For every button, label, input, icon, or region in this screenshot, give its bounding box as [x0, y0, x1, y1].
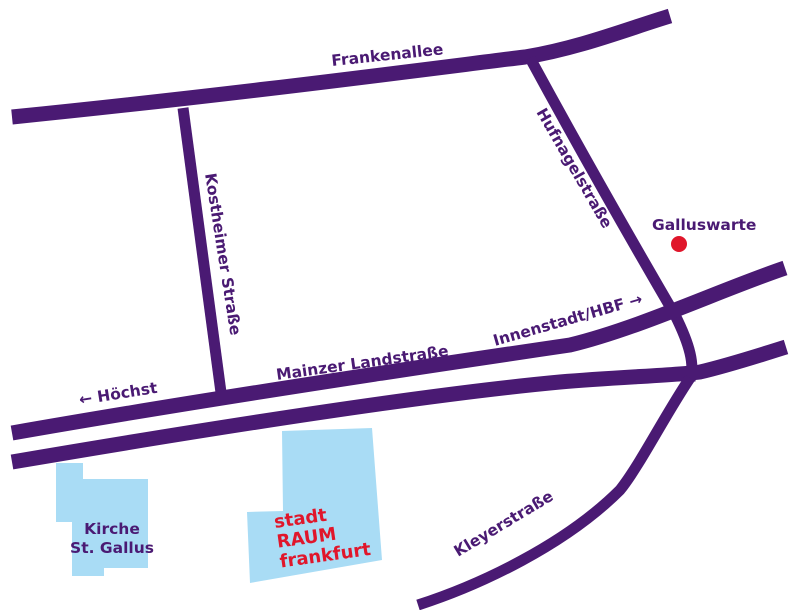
road-frankenallee: [11, 8, 673, 125]
road-mainzer-upper: [10, 260, 788, 441]
church-building[interactable]: [56, 463, 148, 576]
road-mainzer-lower: [10, 339, 789, 470]
label-church-line1: Kirche: [84, 520, 140, 538]
label-hufnagel: Hufnagelstraße: [533, 105, 616, 231]
galluswarte-marker[interactable]: [671, 236, 687, 252]
label-galluswarte: Galluswarte: [652, 216, 756, 234]
road-kleyer: [416, 374, 695, 610]
stadtraum-building[interactable]: [247, 428, 382, 583]
road-hufnagel: [525, 55, 698, 382]
label-church-line2: St. Gallus: [70, 539, 154, 557]
road-kostheimer: [177, 107, 228, 401]
